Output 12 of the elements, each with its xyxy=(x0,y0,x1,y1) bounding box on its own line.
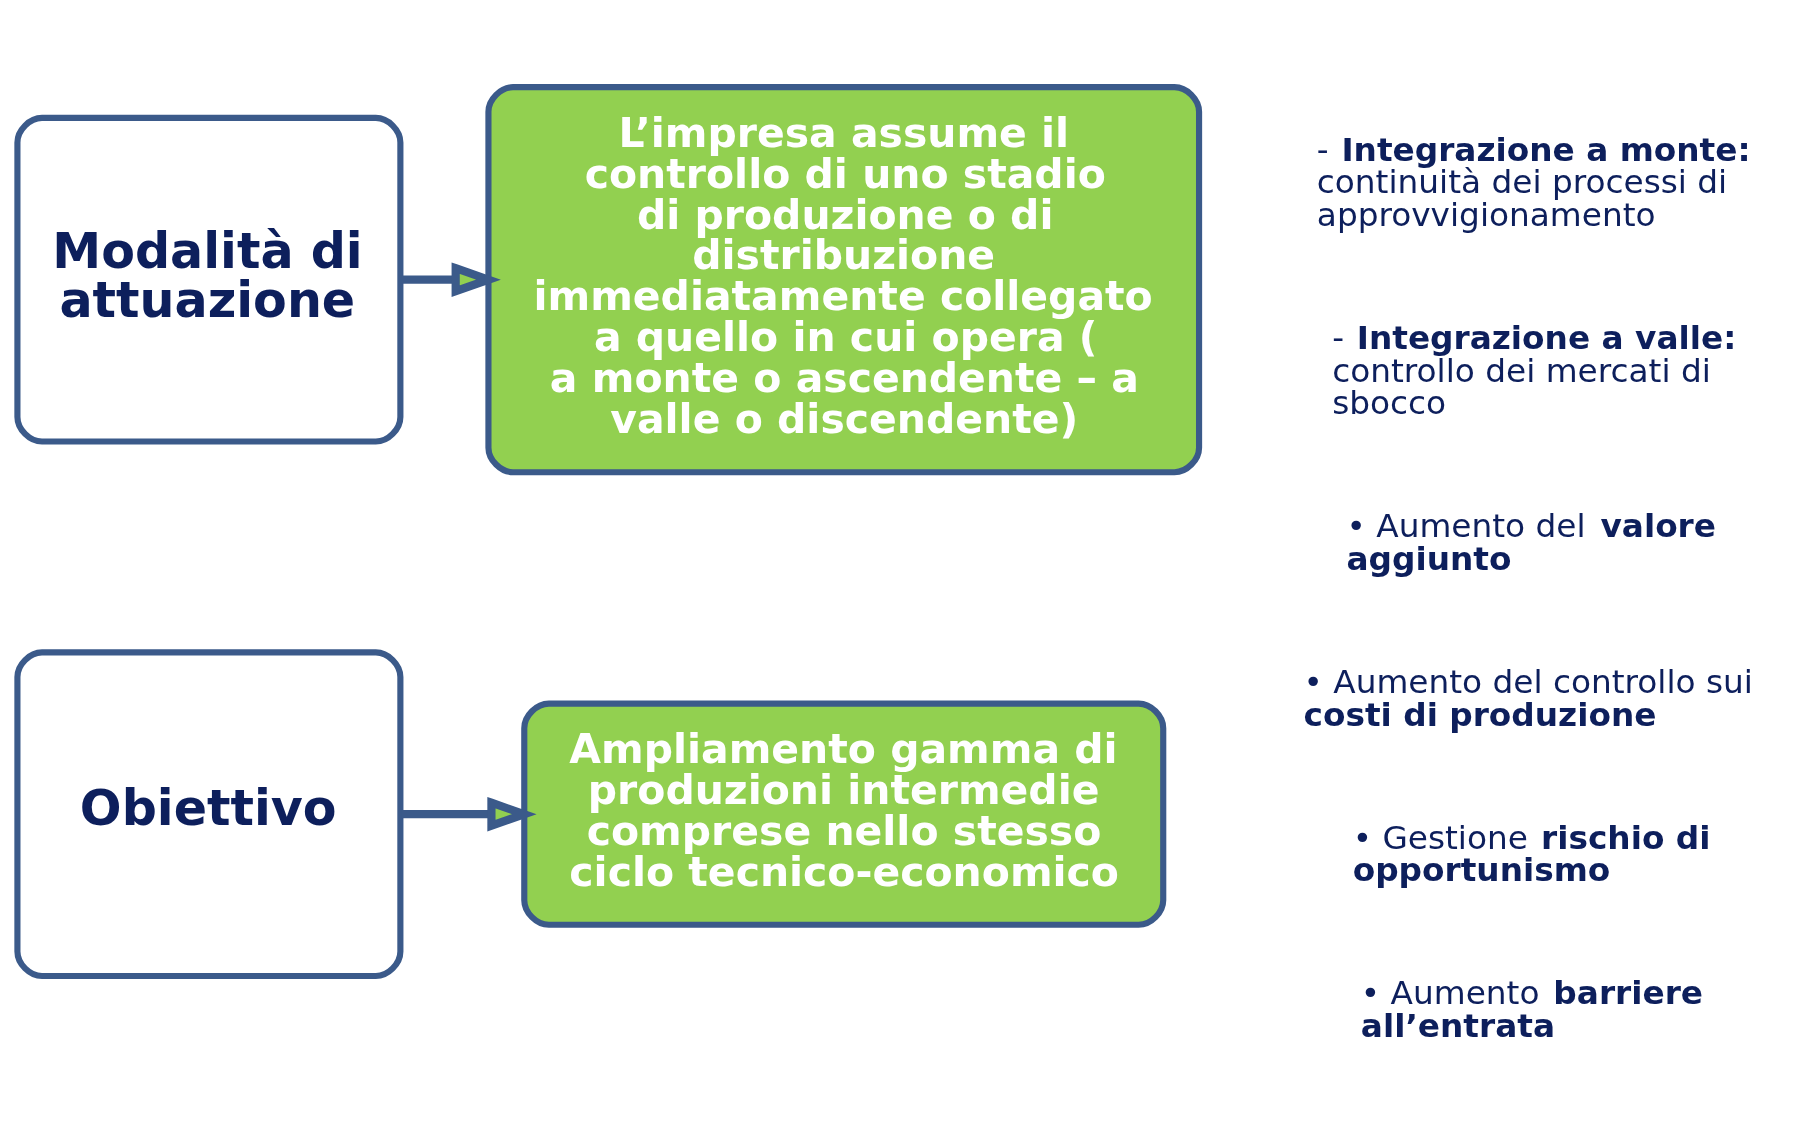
label: • Gestione rischio di opportunismo xyxy=(1352,818,1710,890)
node-box: L’impresa assume il controllo di uno stadio di produzione o di distribuzione immediatamente collegato a quello in cui opera ( a monte o ascendente – a valle o discendente) xyxy=(484,84,1202,476)
node-box: Modalità di attuazione xyxy=(13,114,403,445)
arrow xyxy=(400,796,537,832)
label: • Aumento barriere all’entrata xyxy=(1360,974,1703,1046)
label: - Integrazione a monte: continuità dei processi di approvvigionamento xyxy=(1316,130,1751,235)
node-box: Ampliamento gamma di produzioni intermedie comprese nello stesso ciclo tecnico-economico xyxy=(520,700,1166,928)
label: • Aumento del valore aggiunto xyxy=(1346,507,1716,579)
label: • Aumento del controllo sui costi di produzione xyxy=(1303,662,1753,734)
label: - Integrazione a valle: controllo dei mercati di sbocco xyxy=(1331,318,1736,423)
node-box: Obiettivo xyxy=(13,649,403,980)
arrow xyxy=(400,262,501,297)
